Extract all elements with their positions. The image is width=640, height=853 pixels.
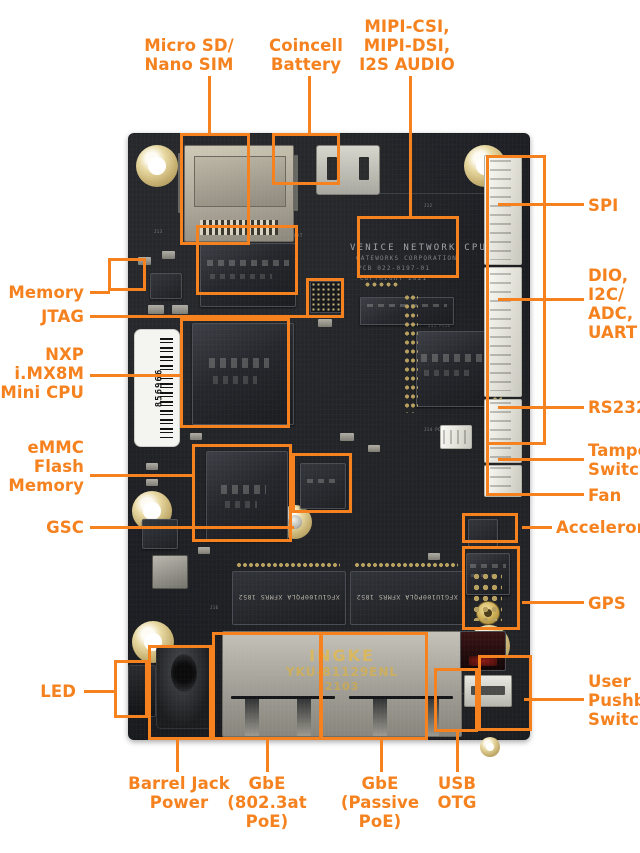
leader-line-user-pushbutton-switch: [524, 698, 584, 701]
barcode-number: 856966: [154, 368, 165, 408]
callout-label-memory: Memory: [8, 283, 84, 302]
callout-label-usb-otg: USB OTG: [437, 774, 477, 812]
pcb-board: VENICE NETWORK CPU GATEWORKS CORPORATION…: [128, 133, 530, 757]
silk-copyright: COPYRIGHT 2021: [360, 275, 428, 282]
callout-label-coincell-battery: Coincell Battery: [269, 36, 343, 74]
leader-line-memory: [90, 291, 110, 294]
accelerometer-chip: [468, 519, 498, 547]
fan-connector: [440, 425, 472, 449]
ethernet-magnetics-2: XFG1U100PQLA XFMRS 1852: [350, 571, 464, 625]
silk-j16-ref: J16: [210, 605, 219, 610]
tamper-switch-connector: [484, 465, 522, 497]
callout-label-spi: SPI: [588, 196, 619, 215]
callout-label-nxp-cpu: NXP i.MX8M Mini CPU: [0, 345, 84, 402]
callout-label-led: LED: [40, 682, 76, 701]
silk-pcie-ref: J15 PCIe: [428, 323, 451, 328]
usb-otg-connector: [464, 675, 512, 707]
dual-rj45-ethernet-jack: INGKE YKU-81129ENL 2103: [222, 631, 462, 737]
callout-label-jtag: JTAG: [41, 307, 84, 326]
power-regulator: [142, 519, 178, 549]
rj45-date-code: 2103: [324, 680, 360, 693]
callout-label-user-pushbutton-switch: User Pushbutton Switch: [588, 672, 640, 729]
silk-company: GATEWORKS CORPORATION: [356, 255, 458, 262]
leader-line-led: [84, 690, 116, 693]
callout-label-tamper-switch: Tamper Switch: [588, 441, 640, 479]
callout-label-dio-i2c-adc-uart: DIO, I2C/ ADC, UART: [588, 266, 638, 342]
callout-label-gbe-passive-poe: GbE (Passive PoE): [340, 774, 420, 831]
magnetics-marking: XFG1U100PQLA XFMRS 1852: [238, 592, 340, 601]
silk-pcb-rev: PCB 022-0197-01: [358, 265, 431, 272]
coincell-battery-holder: [316, 145, 380, 195]
callout-label-rs232: RS232: [588, 398, 640, 417]
leader-line-gps: [522, 601, 584, 604]
silk-j12-ref: J12: [424, 203, 433, 208]
ddr-memory-chip: [200, 243, 296, 307]
emmc-flash-chip: [206, 451, 288, 541]
rj45-part-number: YKU-81129ENL: [285, 665, 399, 679]
callout-label-barrel-jack-power: Barrel Jack Power: [128, 774, 230, 812]
leader-line-coincell-battery: [308, 76, 311, 134]
dio-i2c-adc-uart-connector: [484, 267, 522, 397]
magnetics-marking: XFG1U100PQLA XFMRS 1852: [356, 592, 458, 601]
pcb-trace: [378, 193, 498, 194]
leader-line-gbe-8023at-poe: [266, 740, 269, 772]
pcb-trace: [428, 693, 498, 694]
user-pushbutton-switch-component: [460, 631, 506, 671]
leader-line-gbe-passive-poe: [380, 740, 383, 772]
mounting-hole-h1: [136, 145, 178, 187]
callout-label-fan: Fan: [588, 486, 622, 505]
nxp-imx8m-mini-cpu: [192, 323, 294, 425]
led-indicator: [128, 665, 156, 717]
silk-j13-ref: J13: [154, 229, 163, 234]
spi-connector: [484, 155, 522, 265]
mounting-hole-h6: [480, 737, 500, 757]
callout-label-gps: GPS: [588, 594, 626, 613]
callout-label-mipi-csi-dsi-i2s-audio: MIPI-CSI, MIPI-DSI, I2S AUDIO: [359, 17, 455, 74]
callout-label-micro-sd-nano-sim: Micro SD/ Nano SIM: [144, 36, 234, 74]
serial-barcode-label: 856966: [134, 329, 180, 447]
callout-label-gsc: GSC: [46, 518, 84, 537]
ethernet-magnetics-1: XFG1U100PQLA XFMRS 1852: [232, 571, 346, 625]
barrel-jack-power-connector: [156, 645, 212, 729]
jtag-header: [310, 281, 342, 313]
callout-label-accelerometer: Accelerometer: [556, 518, 640, 537]
rs232-connector: [484, 399, 522, 463]
gsc-microcontroller: [300, 463, 346, 509]
microsd-nanosim-slot: [184, 145, 294, 242]
silk-board-title: VENICE NETWORK CPU: [350, 243, 488, 253]
callout-label-gbe-8023at-poe: GbE (802.3at PoE): [227, 774, 307, 831]
pcie-switch-chip: [416, 331, 488, 407]
leader-line-barrel-jack-power: [176, 740, 179, 772]
power-inductor: [152, 555, 188, 589]
regulator-chip: [150, 273, 182, 299]
rj45-brand: INGKE: [309, 646, 375, 665]
callout-label-emmc-flash-memory: eMMC Flash Memory: [8, 438, 84, 495]
leader-line-micro-sd-nano-sim: [208, 76, 211, 134]
